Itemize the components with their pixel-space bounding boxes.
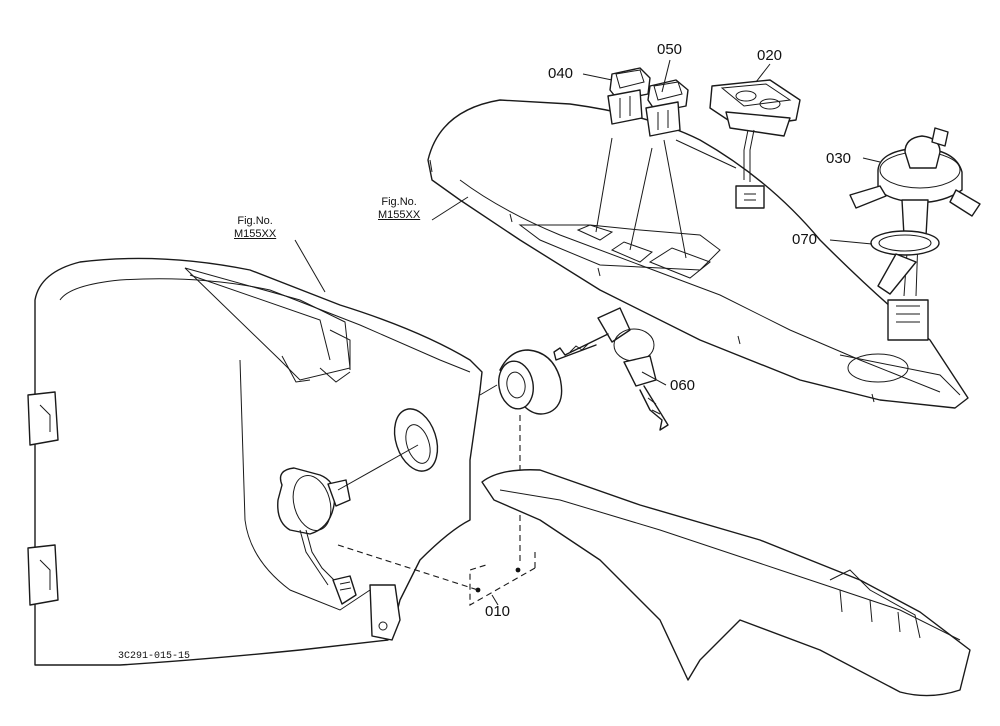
switch-050: [645, 79, 689, 137]
callout-030: 030: [826, 150, 852, 167]
fig-ref-code: M155XX: [378, 208, 421, 221]
callout-060: 060: [670, 377, 696, 394]
ignition-keys: [553, 307, 669, 431]
left-dash-panel: [27, 257, 483, 666]
grommet-ring: [479, 349, 563, 415]
callout-040: 040: [548, 65, 574, 82]
fig-ref-code: M155XX: [234, 227, 277, 240]
callout-050: 050: [657, 41, 683, 58]
key-switch-010: [277, 444, 419, 605]
lower-dash-panel: [481, 469, 971, 697]
fig-ref-title: Fig.No.: [381, 196, 417, 208]
key-switch-030: [849, 127, 981, 341]
right-dash-panel: [427, 99, 969, 409]
callout-070: 070: [792, 231, 818, 248]
switch-040: [607, 67, 651, 125]
callout-leaders: [294, 59, 881, 606]
fig-ref-right-panel[interactable]: Fig.No. M155XX: [378, 196, 420, 221]
callout-010: 010: [485, 603, 511, 620]
switch-020: [709, 79, 801, 209]
callout-020: 020: [757, 47, 783, 64]
drawing-code: 3C291-015-15: [118, 651, 191, 662]
fig-ref-title: Fig.No.: [237, 215, 273, 227]
fig-ref-left-panel[interactable]: Fig.No. M155XX: [234, 215, 276, 240]
cable-tie-070: [870, 230, 940, 295]
